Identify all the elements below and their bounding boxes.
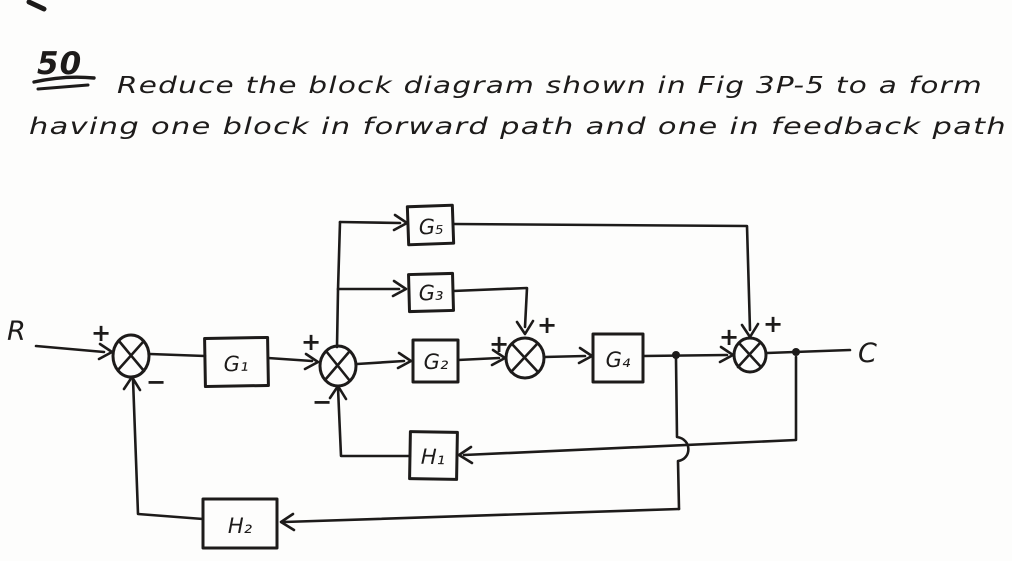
sum2-circle — [318, 344, 358, 388]
g2-label: G₂ — [424, 350, 449, 374]
feedback-loop-h2 — [131, 357, 690, 524]
arrow-into-sum3-top-icon — [515, 319, 535, 336]
input-terminal-r: R — [7, 316, 26, 347]
line-input-r — [34, 344, 106, 354]
line-to-g5-input — [338, 220, 402, 225]
block-g1: G₁ — [203, 335, 270, 389]
underline-stroke — [32, 75, 96, 84]
sum1-sign-plus: + — [91, 319, 111, 347]
line-h1-to-sum2-bottom — [336, 386, 412, 458]
sum3-sign-plus-top: + — [537, 311, 557, 339]
g4-box — [591, 332, 645, 384]
signal-lines — [34, 344, 852, 366]
arrow-into-g3-icon — [391, 279, 408, 298]
takeoff-dot-g4-output — [672, 351, 680, 359]
g3-box — [407, 271, 455, 314]
g1-label: G₁ — [223, 352, 248, 376]
block-h1: H₁ — [408, 430, 459, 481]
h1-box — [408, 430, 459, 481]
h2-box — [201, 497, 279, 550]
block-g2: G₂ — [411, 338, 460, 384]
output-terminal-c: C — [858, 338, 877, 369]
line-h2-to-sum1-bottom — [131, 377, 205, 521]
problem-statement: 50 Reduce the block diagram shown in Fig… — [29, 46, 1007, 140]
arrow-into-sum2-icon — [303, 352, 320, 371]
g5-label: G₅ — [418, 215, 444, 240]
sum4-sign-plus-left: + — [719, 323, 739, 351]
stray-ink-mark — [26, 0, 47, 12]
title-line-1: Reduce the block diagram shown in Fig 3P… — [117, 73, 983, 99]
arrow-into-h2-icon — [279, 512, 296, 532]
h1-label: H₁ — [421, 445, 446, 469]
line-sum4-to-output-c — [765, 348, 852, 355]
line-sum3-to-g4 — [542, 354, 587, 359]
h2-label: H₂ — [228, 514, 253, 538]
sum2-cross-icon — [323, 349, 352, 383]
arrow-into-g2-icon — [396, 351, 413, 370]
block-g4: G₄ — [591, 332, 645, 384]
line-to-h2-input — [282, 507, 681, 524]
branch-lines — [335, 220, 752, 349]
g3-label: G₃ — [418, 281, 443, 306]
block-h2: H₂ — [201, 497, 279, 550]
sum-junction-4: + + — [719, 310, 783, 374]
underline-stroke-2 — [36, 83, 90, 91]
line-g2-to-sum3 — [456, 356, 501, 362]
line-to-h1-input — [462, 438, 798, 457]
block-g3: G₃ — [407, 271, 455, 314]
line-g4-takeoff-down-with-hop — [674, 357, 690, 511]
line-g3-to-sum3-top — [451, 286, 529, 329]
line-g5-to-sum4-top — [451, 222, 752, 332]
sum-junction-1: + − — [91, 319, 166, 396]
sum4-circle — [732, 336, 768, 374]
arrow-into-h1-icon — [457, 445, 474, 465]
sum3-cross-icon — [509, 342, 540, 374]
sum1-circle — [111, 333, 151, 379]
takeoff-up-from-sum2 — [335, 220, 342, 349]
sum3-sign-plus-left: + — [489, 330, 509, 358]
g5-box — [405, 203, 456, 247]
sum4-sign-plus-top: + — [763, 310, 783, 338]
sum1-sign-minus: − — [146, 368, 166, 396]
line-sum2-to-g2 — [355, 359, 406, 366]
sum2-sign-minus: − — [312, 388, 332, 416]
title-line-2: having one block in forward path and one… — [29, 114, 1007, 140]
g2-box — [411, 338, 460, 384]
sum1-cross-icon — [116, 339, 146, 373]
g4-label: G₄ — [606, 348, 631, 372]
line-g1-to-sum2 — [266, 356, 314, 363]
g1-box — [203, 335, 270, 389]
takeoff-dot-output-c — [792, 348, 800, 356]
line-sum1-to-g1 — [148, 352, 207, 358]
sum2-sign-plus: + — [301, 328, 321, 356]
sum-junction-3: + + — [489, 311, 557, 380]
line-g4-to-sum4 — [641, 353, 729, 358]
sum3-circle — [504, 336, 546, 380]
block-g5: G₅ — [405, 203, 456, 247]
sum4-cross-icon — [736, 341, 763, 369]
feedback-loop-h1 — [336, 355, 798, 458]
sum-junction-2: + − — [301, 328, 358, 416]
